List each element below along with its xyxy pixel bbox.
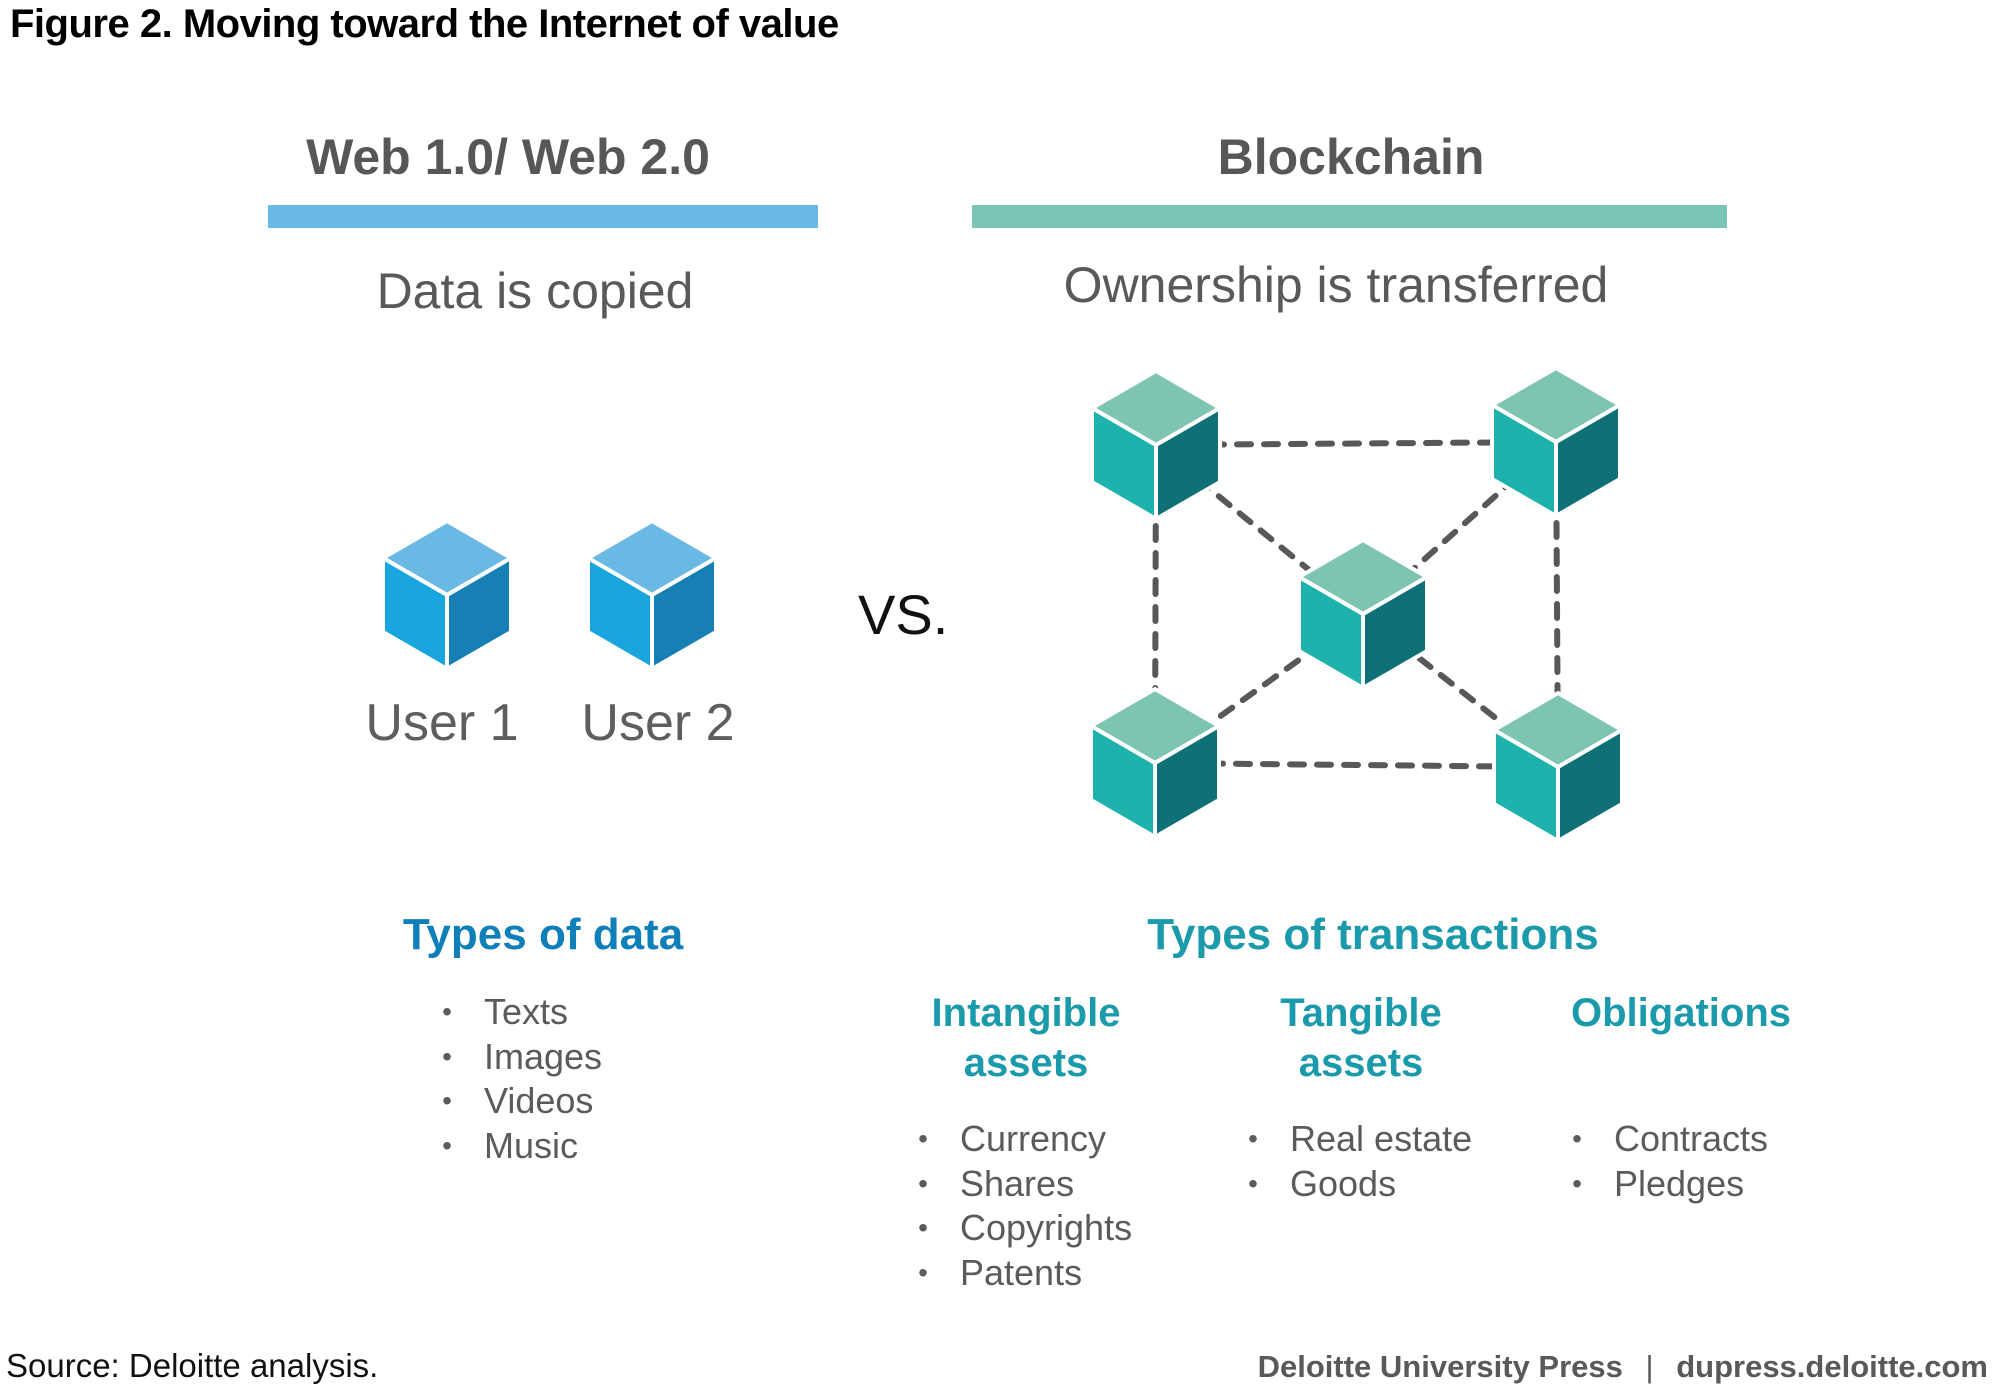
bullet-icon: • bbox=[1248, 1123, 1258, 1154]
intangible-assets-list: •Currency •Shares •Copyrights •Patents bbox=[908, 1117, 1132, 1295]
types-of-data-list: •Texts •Images •Videos •Music bbox=[432, 990, 602, 1168]
figure-title: Figure 2. Moving toward the Internet of … bbox=[10, 2, 839, 46]
bullet-icon: • bbox=[442, 1040, 452, 1072]
tangible-assets-heading: Tangible assets bbox=[1280, 991, 1442, 1085]
bullet-icon: • bbox=[1572, 1167, 1582, 1199]
cube-right-face bbox=[1154, 404, 1222, 523]
cube-right-face bbox=[1361, 573, 1429, 692]
bullet-icon: • bbox=[442, 996, 452, 1027]
web-heading-bar bbox=[268, 205, 818, 228]
tangible-assets-list: •Real estate •Goods bbox=[1238, 1117, 1472, 1206]
block-cube-icon bbox=[1295, 537, 1431, 692]
cube-right-face bbox=[445, 554, 513, 673]
bullet-icon: • bbox=[918, 1167, 928, 1199]
bullet-icon: • bbox=[1572, 1123, 1582, 1154]
publisher-name: Deloitte University Press bbox=[1257, 1349, 1623, 1384]
block-cube-icon bbox=[1087, 686, 1223, 841]
blockchain-column-heading: Blockchain bbox=[1217, 129, 1485, 185]
web-subtitle: Data is copied bbox=[376, 263, 694, 319]
connector-line bbox=[1152, 760, 1561, 770]
user-label: User 1 bbox=[365, 694, 519, 752]
cube-right-face bbox=[1554, 401, 1622, 520]
blockchain-subtitle: Ownership is transferred bbox=[1063, 257, 1609, 313]
obligations-heading: Obligations bbox=[1571, 991, 1791, 1035]
intangible-assets-heading: Intangible assets bbox=[931, 991, 1121, 1085]
publisher-credit: Deloitte University Press | dupress.delo… bbox=[1258, 1349, 1988, 1385]
publisher-url[interactable]: dupress.deloitte.com bbox=[1676, 1349, 1988, 1384]
cube-right-face bbox=[1556, 726, 1624, 845]
cube-icon bbox=[584, 518, 720, 673]
bullet-icon: • bbox=[918, 1212, 928, 1243]
connector-line bbox=[1153, 439, 1559, 448]
obligations-list: •Contracts •Pledges bbox=[1562, 1117, 1768, 1206]
list-item: •Texts bbox=[432, 990, 602, 1035]
bullet-icon: • bbox=[918, 1256, 928, 1288]
cube-right-face bbox=[650, 554, 718, 673]
list-item: •Currency bbox=[908, 1117, 1132, 1162]
list-item: •Real estate bbox=[1238, 1117, 1472, 1162]
bullet-icon: • bbox=[442, 1085, 452, 1116]
versus-label: VS. bbox=[858, 583, 949, 646]
cube-icon bbox=[379, 518, 515, 673]
cube-icon bbox=[379, 518, 515, 673]
types-of-data-heading: Types of data bbox=[402, 910, 684, 959]
list-item: •Goods bbox=[1238, 1162, 1472, 1207]
list-item: •Images bbox=[432, 1035, 602, 1080]
bullet-icon: • bbox=[442, 1129, 452, 1161]
list-item: •Patents bbox=[908, 1251, 1132, 1296]
block-cube-icon bbox=[1088, 368, 1224, 523]
list-item: •Videos bbox=[432, 1079, 602, 1124]
list-item: •Shares bbox=[908, 1162, 1132, 1207]
footer-separator: | bbox=[1645, 1349, 1654, 1384]
list-item: •Copyrights bbox=[908, 1206, 1132, 1251]
types-of-transactions-heading: Types of transactions bbox=[1147, 910, 1599, 959]
block-cube-icon bbox=[1490, 690, 1626, 845]
source-note: Source: Deloitte analysis. bbox=[6, 1347, 379, 1384]
list-item: •Music bbox=[432, 1124, 602, 1169]
list-item: •Contracts bbox=[1562, 1117, 1768, 1162]
bullet-icon: • bbox=[918, 1123, 928, 1154]
user-label: User 2 bbox=[581, 694, 735, 752]
list-item: •Pledges bbox=[1562, 1162, 1768, 1207]
block-cube-icon bbox=[1488, 365, 1624, 520]
bullet-icon: • bbox=[1248, 1167, 1258, 1199]
cube-icon bbox=[584, 518, 720, 673]
blockchain-heading-bar bbox=[972, 205, 1727, 228]
cube-right-face bbox=[1153, 722, 1221, 841]
web-column-heading: Web 1.0/ Web 2.0 bbox=[306, 129, 710, 185]
